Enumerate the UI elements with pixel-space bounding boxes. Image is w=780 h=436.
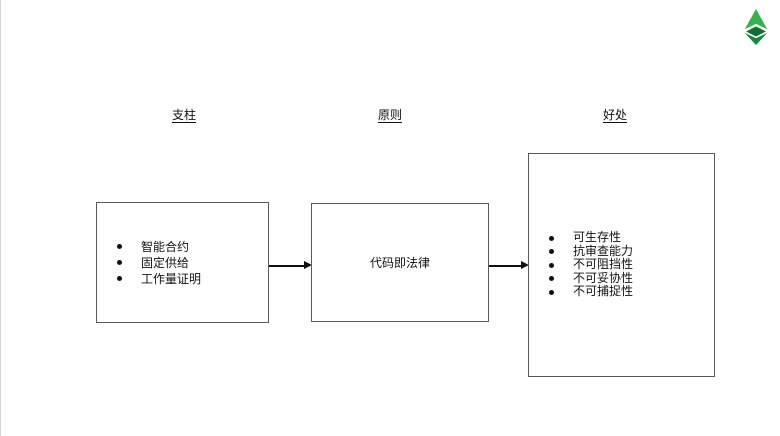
principles-box: 代码即法律 [311,203,489,322]
benefits-list: 可生存性 抗审查能力 不可阻挡性 不可妥协性 不可捕捉性 [529,231,714,299]
list-item: 不可阻挡性 [529,258,714,272]
list-item: 工作量证明 [97,271,268,287]
list-item: 不可捕捉性 [529,285,714,299]
arrow-shaft [489,265,522,267]
column-header-pillars: 支柱 [171,108,197,122]
arrow-head-icon [521,261,529,269]
arrow-principles-to-benefits [489,261,529,270]
list-item: 智能合约 [97,239,268,255]
list-item: 可生存性 [529,231,714,245]
pillars-list: 智能合约 固定供给 工作量证明 [97,239,268,287]
list-item: 固定供给 [97,255,268,271]
column-header-principles: 原则 [377,108,403,122]
arrow-shaft [269,265,305,267]
arrow-head-icon [304,261,312,269]
column-header-benefits: 好处 [602,108,628,122]
ethereum-classic-logo [744,9,768,45]
list-item: 抗审查能力 [529,244,714,259]
pillars-box: 智能合约 固定供给 工作量证明 [96,202,269,323]
arrow-pillars-to-principles [269,261,312,270]
principle-label: 代码即法律 [369,256,430,270]
benefits-box: 可生存性 抗审查能力 不可阻挡性 不可妥协性 不可捕捉性 [528,153,715,377]
list-item: 不可妥协性 [529,271,714,286]
